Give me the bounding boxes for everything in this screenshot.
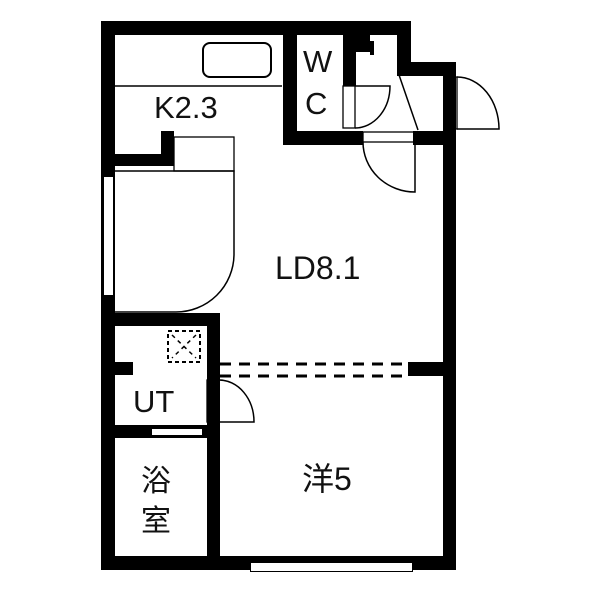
- window-bottom: [250, 562, 413, 572]
- wall-right: [443, 62, 456, 570]
- wall-kitchen-notch-v: [161, 131, 174, 166]
- wall-entry-bottom: [413, 131, 456, 145]
- room-label-bath-1: 浴: [141, 465, 171, 498]
- wall-kitchen-notch-h: [101, 154, 173, 166]
- wall-ut-right: [207, 313, 220, 570]
- room-label-ut: UT: [133, 384, 175, 419]
- wall-ut-top: [101, 313, 220, 326]
- wall-top-right-step: [397, 62, 456, 76]
- room-label-ld: LD8.1: [275, 250, 361, 286]
- wall-wc-right: [343, 21, 356, 86]
- room-label-western: 洋5: [302, 461, 352, 497]
- wall-top-right-vert: [397, 21, 411, 76]
- room-label-wc-c: C: [305, 86, 328, 121]
- room-label-kitchen: K2.3: [154, 90, 218, 125]
- wall-wc-stub: [356, 21, 370, 52]
- window-left-ld: [103, 176, 114, 296]
- wall-top: [101, 21, 411, 35]
- room-label-wc-w: W: [303, 44, 333, 79]
- window-bath-top: [151, 428, 203, 436]
- room-label-bath-2: 室: [141, 505, 171, 538]
- wall-wc-left: [283, 21, 297, 145]
- wall-wc-bottom: [283, 131, 363, 145]
- wall-entry-stub: [370, 41, 374, 55]
- wall-partition-stub: [408, 362, 448, 376]
- wall-ut-stub: [101, 362, 133, 375]
